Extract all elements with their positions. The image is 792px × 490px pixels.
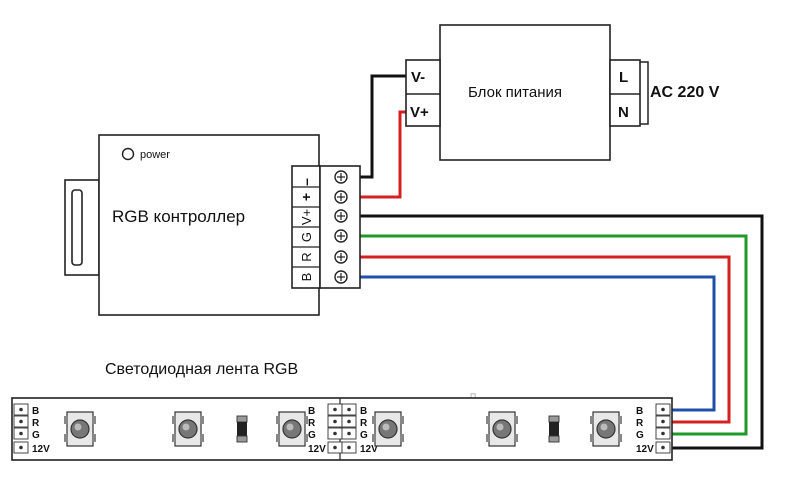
strip-pad-label: B <box>308 406 315 417</box>
terminal-label-g: G <box>299 232 314 242</box>
screw-terminals <box>334 170 348 284</box>
screw-icon <box>334 250 348 264</box>
terminal-label-r: R <box>299 252 314 261</box>
strip-pad-label: 12V <box>360 444 378 455</box>
strip-pads: BRG 12V <box>13 403 50 455</box>
terminal-label-b: B <box>299 273 314 282</box>
strip-pads: BRG 12V <box>341 403 378 455</box>
resistor-icon <box>236 415 248 443</box>
led-chip-icon <box>372 411 404 447</box>
controller-body <box>98 134 320 316</box>
wire-g-green <box>346 234 748 436</box>
power-supply: Блок питания V- V+ L N AC 220 V <box>405 24 720 161</box>
psu-in-terminal-block <box>609 59 641 127</box>
strip-pad-label: R <box>360 418 368 429</box>
psu-out-terminal-block <box>405 59 441 127</box>
strip-pad-label: B <box>32 406 39 417</box>
rgb-controller: power RGB контроллер – + V+ G R B <box>64 134 361 316</box>
terminal-label-plus: + <box>298 193 314 201</box>
strip-pad-label: R <box>308 418 316 429</box>
psu-terminal-n: N <box>618 104 629 121</box>
strip-pad-label: R <box>32 418 40 429</box>
screw-icon <box>334 229 348 243</box>
psu-terminal-v-minus: V- <box>411 69 425 86</box>
strip-pad-label: G <box>32 430 40 441</box>
strip-pad-label: 12V <box>308 444 326 455</box>
mains-label: AC 220 V <box>650 84 720 101</box>
led-chip-icon <box>64 411 96 447</box>
controller-title: RGB контроллер <box>112 207 245 226</box>
strip-pad-label: R <box>636 418 644 429</box>
wire-minus-black <box>346 74 406 179</box>
strip-title: Светодиодная лента RGB <box>105 361 298 378</box>
wires <box>346 61 764 450</box>
led-chip-icon <box>172 411 204 447</box>
wire-12v-black <box>346 214 764 450</box>
led-chip-icon <box>486 411 518 447</box>
strip-pad-label: G <box>636 430 644 441</box>
strip-pad-label: 12V <box>32 444 50 455</box>
resistor-icon <box>548 415 560 443</box>
strip-pad-label: B <box>360 406 367 417</box>
power-supply-title: Блок питания <box>468 84 562 101</box>
wire-l <box>638 61 649 125</box>
strip-pad-label: B <box>636 406 643 417</box>
led-chip-icon <box>590 411 622 447</box>
screw-icon <box>334 190 348 204</box>
psu-terminal-l: L <box>619 69 628 86</box>
wire-b-blue <box>346 275 716 412</box>
terminal-label-minus: – <box>298 178 314 186</box>
wire-r-red <box>346 255 731 424</box>
strip-pad-label: G <box>360 430 368 441</box>
wire-plus-red <box>346 110 406 199</box>
strip-pads: BRG 12V <box>636 403 671 455</box>
screw-icon <box>334 270 348 284</box>
terminal-label-v-plus: V+ <box>299 209 314 225</box>
controller-terminal-block <box>319 165 361 289</box>
strip-pads: BRG 12V <box>308 403 343 455</box>
led-chip-icon <box>276 411 308 447</box>
screw-icon <box>334 170 348 184</box>
power-label: power <box>140 149 170 161</box>
strip-pad-label: 12V <box>636 444 654 455</box>
screw-icon <box>334 209 348 223</box>
psu-terminal-v-plus: V+ <box>410 104 429 121</box>
strip-pad-label: G <box>308 430 316 441</box>
power-led-icon <box>121 147 135 161</box>
